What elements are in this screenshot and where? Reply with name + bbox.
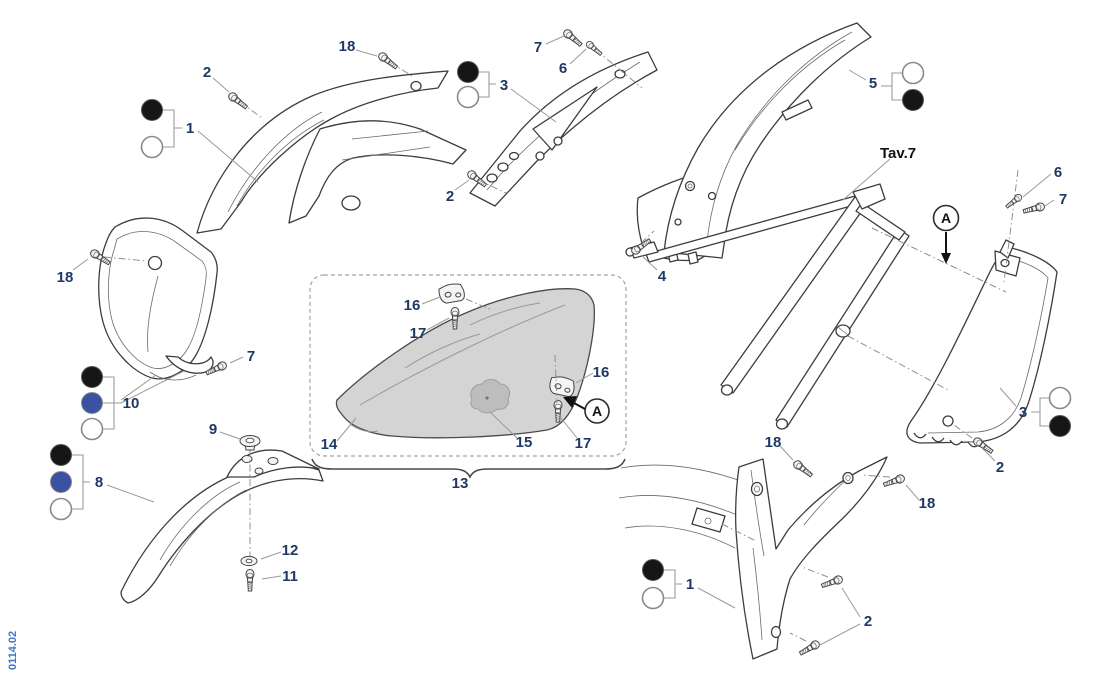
detail-marker-top: A (932, 204, 960, 264)
drawing-code: 0114.02 (7, 631, 19, 670)
subframe-drawing (625, 183, 910, 430)
white-color-dot (140, 135, 164, 159)
color-option-dots (49, 61, 1072, 610)
screw-icon (791, 458, 815, 480)
number-plate-drawing (98, 217, 218, 381)
callout-labels: 18 2 1 7 6 3 2 4 5 Tav.7 6 7 3 2 18 7 10… (57, 38, 1068, 630)
seat-logo-patch (470, 379, 511, 414)
callout-18: 18 (57, 269, 74, 286)
callout-2: 2 (446, 188, 454, 205)
right-panel-color-options (1031, 386, 1072, 437)
callout-17: 17 (575, 435, 592, 452)
callout-4: 4 (658, 268, 667, 285)
seat-brace (311, 458, 626, 479)
detail-marker-seat: A (563, 396, 610, 424)
callout-17: 17 (410, 325, 427, 342)
callout-14: 14 (321, 436, 338, 453)
down-arrow-icon (941, 253, 951, 264)
left-side-panel-drawing (469, 51, 658, 207)
frame-fragment-drawing (618, 464, 745, 549)
seat-assembly-box (309, 274, 627, 479)
left-arrow-icon (563, 396, 577, 408)
callout-2: 2 (203, 64, 211, 81)
right-side-panel-drawing (906, 239, 1058, 448)
white-color-dot (901, 61, 925, 85)
screw-icon (376, 50, 400, 72)
black-color-dot (81, 366, 103, 388)
tav-reference-label: Tav.7 (880, 145, 916, 162)
callout-6: 6 (1054, 164, 1062, 181)
black-color-dot (642, 559, 664, 581)
left-panel-color-options (456, 61, 496, 109)
white-color-dot (1048, 386, 1072, 410)
detail-a-label: A (592, 403, 602, 419)
bolt-icon (245, 569, 255, 592)
screw-icon (226, 90, 250, 112)
screw-icon (820, 574, 845, 591)
callout-1: 1 (186, 120, 194, 137)
detail-a-circle (584, 398, 610, 424)
screw-icon (882, 473, 907, 490)
screw-icon (1022, 201, 1046, 216)
rear-shroud-drawing (734, 456, 888, 660)
black-color-dot (1049, 415, 1071, 437)
grommet-icon (239, 435, 261, 451)
leader-lines (72, 35, 1055, 646)
white-color-dot (641, 586, 665, 610)
black-color-dot (902, 89, 924, 111)
white-color-dot (49, 497, 73, 521)
rear-fender-color-options (881, 61, 925, 111)
left-shroud-drawing (196, 70, 467, 234)
blue-color-dot (50, 471, 72, 493)
white-color-dot (80, 417, 104, 441)
front-fender-color-options (49, 444, 90, 521)
seat-drawing (335, 288, 595, 439)
callout-3: 3 (1019, 404, 1027, 421)
black-color-dot (141, 99, 163, 121)
callout-8: 8 (95, 474, 103, 491)
callout-11: 11 (282, 568, 298, 585)
black-color-dot (50, 444, 72, 466)
callout-18: 18 (919, 495, 936, 512)
screw-icon (584, 39, 604, 58)
rear-fender-drawing (636, 22, 872, 265)
seat-dashed-frame (309, 274, 627, 457)
callout-18: 18 (339, 38, 356, 55)
number-plate-color-options (80, 366, 121, 441)
callout-2: 2 (996, 459, 1004, 476)
callout-18: 18 (765, 434, 782, 451)
callout-3: 3 (500, 77, 508, 94)
callout-2: 2 (864, 613, 872, 630)
callout-16: 16 (404, 297, 421, 314)
callout-7: 7 (247, 348, 255, 365)
blue-color-dot (81, 392, 103, 414)
assembly-axes (103, 49, 1019, 642)
seat-bracket-icon (437, 281, 466, 305)
detail-a-circle (932, 204, 960, 232)
callout-12: 12 (282, 542, 299, 559)
callout-13: 13 (452, 475, 469, 492)
white-color-dot (456, 85, 480, 109)
rear-shroud-color-options (641, 559, 682, 610)
washer-icon (240, 555, 258, 567)
callout-9: 9 (209, 421, 217, 438)
callout-10: 10 (123, 395, 140, 412)
callout-16: 16 (593, 364, 610, 381)
left-shroud-color-options (140, 99, 182, 159)
black-color-dot (457, 61, 479, 83)
callout-5: 5 (869, 75, 877, 92)
callout-15: 15 (516, 434, 533, 451)
callout-1: 1 (686, 576, 694, 593)
screw-icon (1004, 192, 1024, 211)
callout-7: 7 (1059, 191, 1067, 208)
callout-7: 7 (534, 39, 542, 56)
callout-6: 6 (559, 60, 567, 77)
detail-a-label: A (941, 210, 951, 226)
screw-icon (797, 638, 822, 658)
screw-icon (561, 27, 585, 49)
